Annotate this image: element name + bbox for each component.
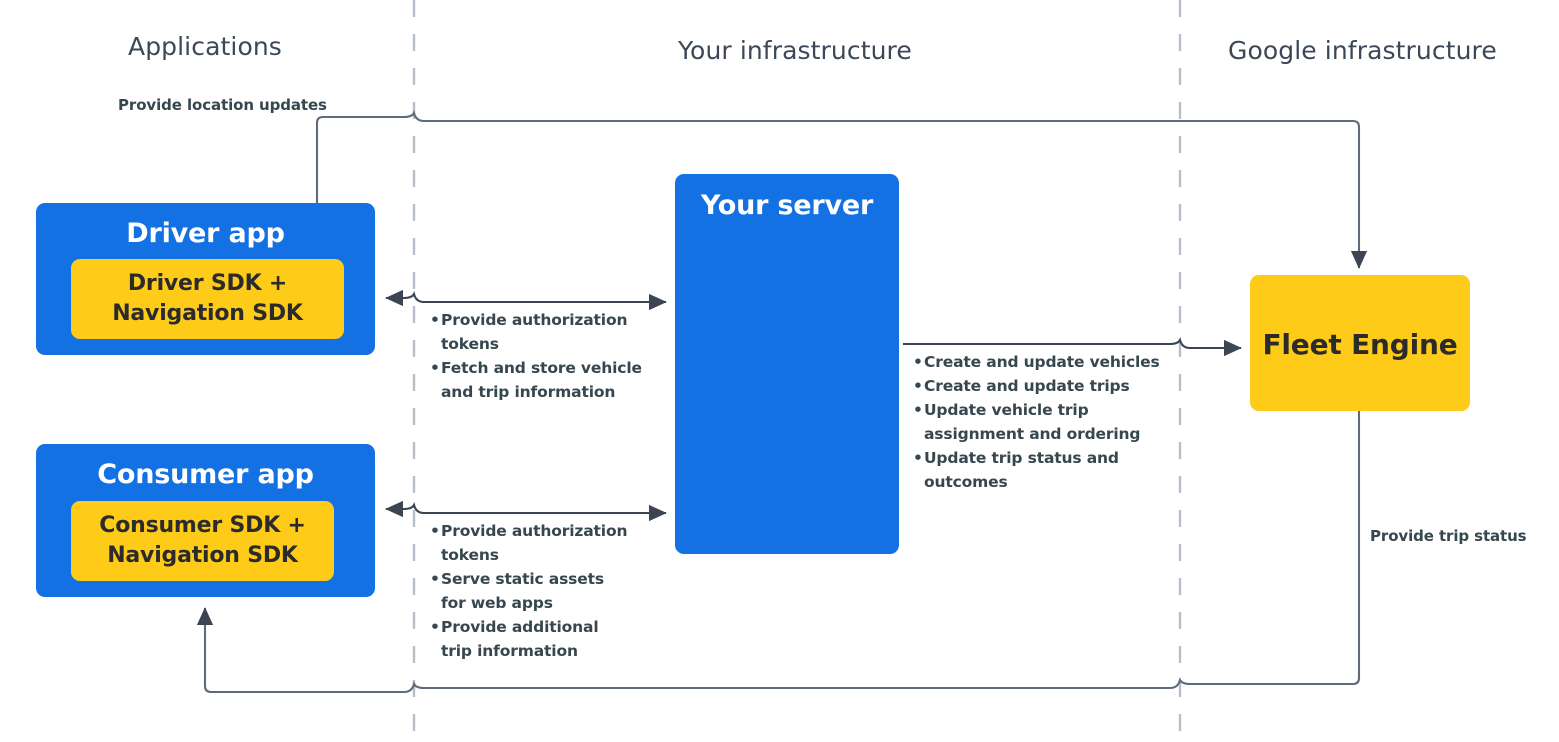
edge-label-provide-trip-status: Provide trip status	[1370, 527, 1527, 545]
bullet-dot-icon: •	[913, 377, 923, 395]
zone-header-your-infrastructure: Your infrastructure	[678, 36, 912, 65]
zone-header-applications: Applications	[128, 32, 282, 61]
node-your-server[interactable]: Your server	[675, 174, 899, 554]
node-consumer-sdk[interactable]: Consumer SDK + Navigation SDK	[71, 501, 334, 581]
bullets-consumer-server: • Provide authorization tokens • Serve s…	[430, 519, 655, 663]
node-consumer-app-title: Consumer app	[97, 459, 314, 490]
bullet-dot-icon: •	[430, 311, 440, 329]
bullet-dot-icon: •	[430, 618, 440, 636]
bullet-text: Update trip status and	[924, 449, 1119, 467]
edge-driver-server	[385, 289, 667, 311]
bullet-item: • Create and update trips	[913, 374, 1163, 398]
bullet-dot-icon: •	[913, 401, 923, 419]
edge-consumer-server	[385, 500, 667, 522]
bullet-item: • Fetch and store vehicle	[430, 356, 655, 380]
edge-server-fleet-engine	[903, 336, 1242, 357]
bullet-item: • Provide authorization	[430, 519, 655, 543]
bullet-item: • Create and update vehicles	[913, 350, 1163, 374]
bullet-text: Provide authorization	[441, 311, 628, 329]
bullet-dot-icon: •	[913, 353, 923, 371]
bullet-text: for web apps	[441, 594, 553, 612]
edge-trip-status	[196, 411, 1361, 694]
bullet-item-cont: outcomes	[913, 470, 1163, 494]
zone-header-google-infrastructure: Google infrastructure	[1228, 36, 1497, 65]
bullet-dot-icon: •	[430, 359, 440, 377]
bullet-item-cont: tokens	[430, 332, 655, 356]
bullet-text: Serve static assets	[441, 570, 604, 588]
bullet-item-cont: assignment and ordering	[913, 422, 1163, 446]
bullet-dot-icon: •	[913, 449, 923, 467]
bullet-text: and trip information	[441, 383, 616, 401]
bullet-text: Fetch and store vehicle	[441, 359, 642, 377]
bullet-item: • Serve static assets	[430, 567, 655, 591]
bullet-text: tokens	[441, 546, 499, 564]
node-driver-sdk-label-line1: Driver SDK +	[127, 271, 288, 296]
bullets-driver-server: • Provide authorization tokens • Fetch a…	[430, 308, 655, 404]
bullet-text: assignment and ordering	[924, 425, 1141, 443]
bullet-text: Create and update vehicles	[924, 353, 1160, 371]
edge-label-provide-location-updates: Provide location updates	[118, 96, 327, 114]
bullet-dot-icon: •	[430, 522, 440, 540]
bullet-item-cont: trip information	[430, 639, 655, 663]
bullet-text: Create and update trips	[924, 377, 1130, 395]
node-consumer-sdk-label-line2: Navigation SDK	[107, 543, 298, 568]
edge-location-updates	[315, 109, 1368, 269]
node-driver-sdk-label-line2: Navigation SDK	[112, 301, 303, 326]
node-your-server-title: Your server	[700, 190, 874, 221]
bullet-dot-icon: •	[430, 570, 440, 588]
bullet-item: • Update vehicle trip	[913, 398, 1163, 422]
bullet-item-cont: for web apps	[430, 591, 655, 615]
bullet-text: Update vehicle trip	[924, 401, 1089, 419]
bullet-item-cont: and trip information	[430, 380, 655, 404]
bullet-item: • Provide additional	[430, 615, 655, 639]
bullet-text: Provide additional	[441, 618, 599, 636]
bullet-text: Provide authorization	[441, 522, 628, 540]
node-driver-app[interactable]: Driver app Driver SDK + Navigation SDK	[36, 203, 375, 355]
node-consumer-app[interactable]: Consumer app Consumer SDK + Navigation S…	[36, 444, 375, 597]
bullet-item-cont: tokens	[430, 543, 655, 567]
bullet-text: outcomes	[924, 473, 1008, 491]
bullet-text: tokens	[441, 335, 499, 353]
bullet-item: • Update trip status and	[913, 446, 1163, 470]
node-driver-sdk[interactable]: Driver SDK + Navigation SDK	[71, 259, 344, 339]
bullet-text: trip information	[441, 642, 578, 660]
node-fleet-engine[interactable]: Fleet Engine	[1250, 275, 1470, 411]
node-consumer-sdk-label-line1: Consumer SDK +	[99, 513, 306, 538]
bullets-server-fleet-engine: • Create and update vehicles • Create an…	[913, 350, 1163, 494]
node-driver-app-title: Driver app	[126, 218, 285, 249]
bullet-item: • Provide authorization	[430, 308, 655, 332]
node-fleet-engine-title: Fleet Engine	[1262, 328, 1458, 361]
